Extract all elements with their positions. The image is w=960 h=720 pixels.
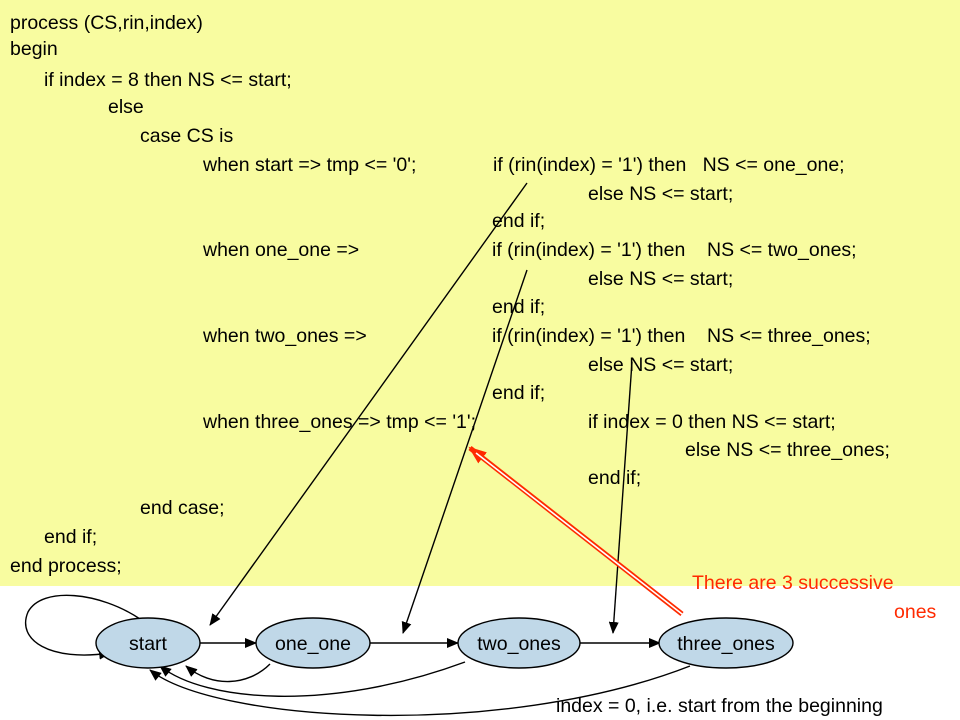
code-line-when-two-ones: when two_ones => xyxy=(203,325,367,347)
transition-three-ones-to-start xyxy=(149,665,691,717)
code-line-if-index: if index = 8 then NS <= start; xyxy=(44,69,292,91)
state-three-ones: three_ones xyxy=(658,617,794,669)
transition-one-one-to-start xyxy=(185,663,271,683)
state-one-one: one_one xyxy=(255,617,371,669)
transition-start-self-loop xyxy=(25,594,141,660)
code-line-else: else xyxy=(108,96,144,118)
state-one-one-label: one_one xyxy=(275,633,351,655)
code-line-end-case: end case; xyxy=(140,497,225,519)
code-to-three-ones-arrow xyxy=(608,361,633,634)
code-line-end-if-3: end if; xyxy=(492,382,546,404)
code-line-else-start-1: else NS <= start; xyxy=(588,183,734,205)
code-line-case: case CS is xyxy=(140,125,234,147)
code-line-else-start-2: else NS <= start; xyxy=(588,268,734,290)
vhdl-code-panel: process (CS,rin,index) begin if index = … xyxy=(0,0,960,586)
transition-caption: index = 0, i.e. start from the beginning xyxy=(556,695,883,717)
state-two-ones: two_ones xyxy=(457,617,581,669)
state-three-ones-label: three_ones xyxy=(677,633,775,655)
code-line-when-three-ones: when three_ones => tmp <= '1'; xyxy=(203,411,477,433)
code-line-else-start-3: else NS <= start; xyxy=(588,354,734,376)
annotation-line-1: There are 3 successive xyxy=(692,572,894,594)
state-start-label: start xyxy=(129,633,168,655)
state-start: start xyxy=(95,617,201,669)
code-line-end-if-1: end if; xyxy=(492,210,546,232)
code-line-end-if-outer: end if; xyxy=(44,526,98,548)
code-line-end-if-4: end if; xyxy=(588,467,642,489)
state-two-ones-label: two_ones xyxy=(477,633,561,655)
code-to-two-ones-arrow xyxy=(401,269,528,634)
code-line-when-start: when start => tmp <= '0'; xyxy=(203,154,417,176)
code-line-process: process (CS,rin,index) xyxy=(10,12,203,34)
annotation-line-2: ones xyxy=(894,601,937,623)
code-line-if-index-zero: if index = 0 then NS <= start; xyxy=(588,411,836,433)
transition-two-ones-to-start xyxy=(159,661,466,697)
code-line-end-process: end process; xyxy=(10,555,122,577)
code-line-if-two-ones: if (rin(index) = '1') then NS <= three_o… xyxy=(492,325,871,347)
annotation-arrow-inner xyxy=(475,452,683,615)
code-line-if-one-one: if (rin(index) = '1') then NS <= two_one… xyxy=(492,239,857,261)
code-line-when-one-one: when one_one => xyxy=(203,239,360,261)
code-line-if-start: if (rin(index) = '1') then NS <= one_one… xyxy=(493,154,845,176)
code-line-else-three-ones: else NS <= three_ones; xyxy=(685,439,890,461)
code-to-one-one-arrow xyxy=(209,182,528,626)
code-line-begin: begin xyxy=(10,38,58,60)
